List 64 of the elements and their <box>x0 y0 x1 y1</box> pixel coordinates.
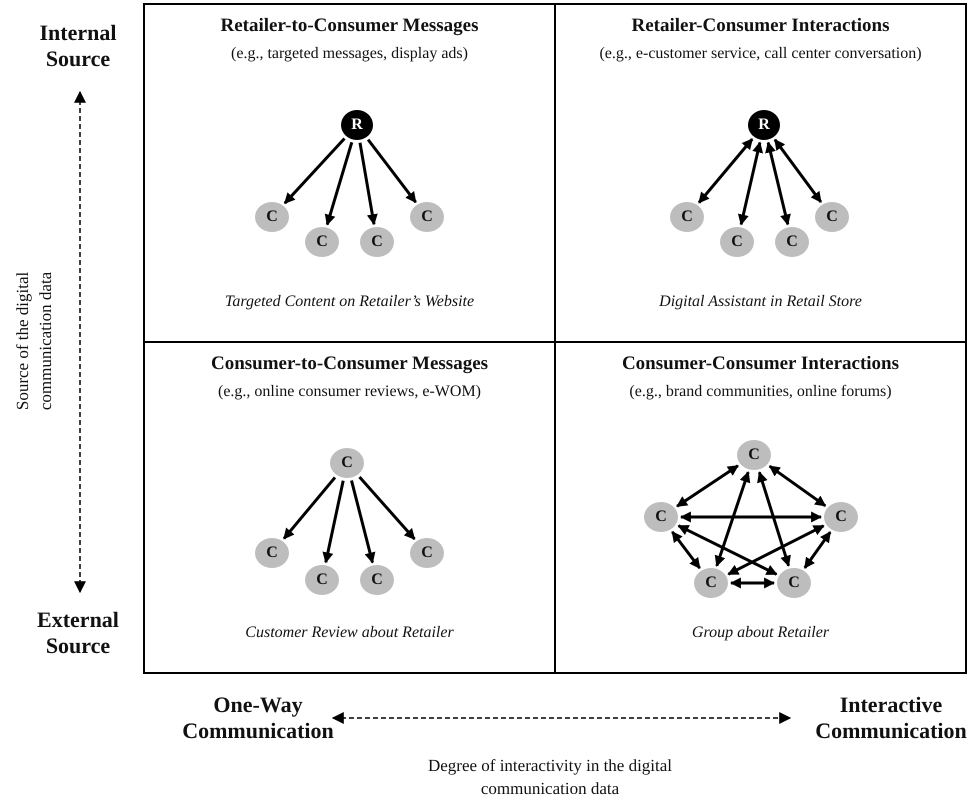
quadrant-panel <box>554 3 967 343</box>
arrow <box>730 578 776 588</box>
consumer-node: C <box>255 538 289 568</box>
consumer-node: C <box>815 202 849 232</box>
arrow <box>738 142 764 226</box>
retailer-node: R <box>748 110 780 140</box>
consumer-node: C <box>720 227 754 257</box>
quadrant-heading: Consumer-to-Consumer Messages <box>210 353 490 375</box>
consumer-node: C <box>330 448 364 478</box>
quadrant-heading: Consumer-Consumer Interactions <box>620 353 900 375</box>
example-caption: Digital Assistant in Retail Store <box>658 293 863 311</box>
quadrant-heading: Retailer-to-Consumer Messages <box>219 15 480 37</box>
example-text: (e.g., targeted messages, display ads) <box>230 45 469 63</box>
consumer-node: C <box>410 538 444 568</box>
consumer-node: C <box>670 202 704 232</box>
arrow <box>676 464 739 508</box>
arrow <box>680 512 822 522</box>
axis-end-label: One-Way Communication <box>181 692 335 745</box>
consumer-node: C <box>824 502 858 532</box>
consumer-node: C <box>644 502 678 532</box>
consumer-node: C <box>360 565 394 595</box>
example-caption: Customer Review about Retailer <box>244 624 455 642</box>
consumer-node: C <box>775 227 809 257</box>
arrow <box>698 138 754 204</box>
arrow <box>358 142 378 226</box>
consumer-node: C <box>737 440 771 470</box>
arrow <box>774 138 822 203</box>
arrow <box>358 476 416 540</box>
arrow <box>322 480 345 564</box>
arrow <box>324 142 354 226</box>
axis-title: Degree of interactivity in the digital communication data <box>426 755 674 800</box>
consumer-node: C <box>360 227 394 257</box>
consumer-node: C <box>777 568 811 598</box>
arrow <box>671 531 701 569</box>
consumer-node: C <box>694 568 728 598</box>
consumer-node: C <box>305 565 339 595</box>
example-text: (e.g., brand communities, online forums) <box>628 383 893 401</box>
example-caption: Group about Retailer <box>690 624 830 642</box>
consumer-node: C <box>305 227 339 257</box>
arrow <box>765 142 791 226</box>
arrow <box>727 524 825 576</box>
axis-title: Source of the digital communication data <box>12 270 56 412</box>
arrow <box>678 524 778 576</box>
arrow <box>768 464 826 508</box>
example-text: (e.g., e-customer service, call center conversation) <box>598 45 923 63</box>
quadrant-heading: Retailer-Consumer Interactions <box>630 15 891 37</box>
quadrant-panel <box>143 341 556 674</box>
arrow <box>714 471 750 567</box>
arrow <box>804 531 832 569</box>
axis-end-label: Interactive Communication <box>814 692 967 745</box>
arrow <box>284 137 346 204</box>
axis-end-label: External Source <box>36 607 120 660</box>
example-text: (e.g., online consumer reviews, e-WOM) <box>216 383 482 401</box>
retailer-node: R <box>341 110 373 140</box>
consumer-node: C <box>255 202 289 232</box>
arrow <box>350 480 376 564</box>
quadrant-panel <box>554 341 967 674</box>
arrow <box>366 138 417 204</box>
arrow <box>282 476 336 540</box>
consumer-node: C <box>410 202 444 232</box>
axis-end-label: Internal Source <box>38 20 118 73</box>
example-caption: Targeted Content on Retailer’s Website <box>224 293 476 311</box>
quadrant-panel <box>143 3 556 343</box>
arrow <box>757 471 791 567</box>
